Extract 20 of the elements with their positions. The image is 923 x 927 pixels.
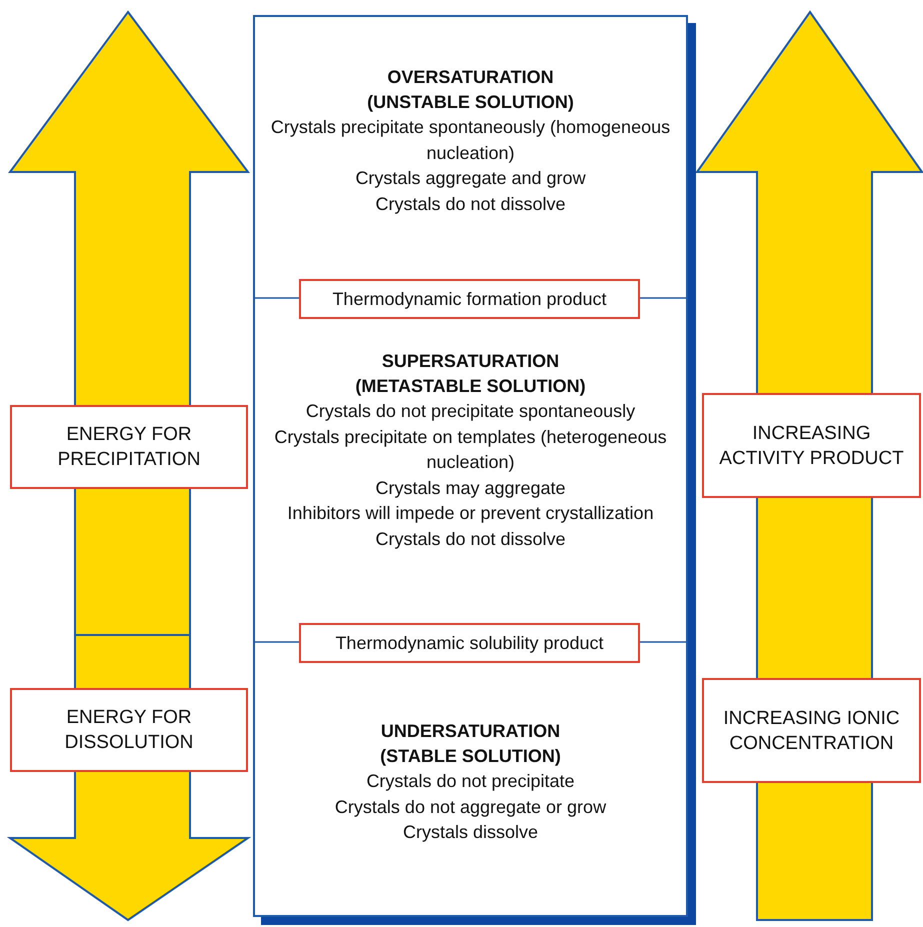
description-text: Inhibitors will impede or prevent crystallization	[287, 502, 654, 525]
description-text: Crystals do not dissolve	[375, 192, 566, 216]
arrow-label: ENERGY FOR PRECIPITATION	[10, 405, 248, 489]
threshold-label: Thermodynamic solubility product	[299, 623, 640, 663]
description-text: Crystals do not aggregate or grow	[334, 796, 606, 819]
description-text: Crystals precipitate on templates (heterogeneous nucleation)	[273, 426, 668, 474]
description-text: Crystals do not precipitate spontaneously	[306, 400, 636, 423]
description-text: Crystals precipitate spontaneously (homogeneous nucleation)	[270, 116, 672, 165]
description-text: Crystals dissolve	[402, 821, 538, 844]
threshold-label: Thermodynamic formation product	[299, 279, 640, 319]
arrow-label: INCREASING IONIC CONCENTRATION	[702, 678, 921, 783]
description-text: Crystals do not precipitate	[366, 770, 575, 793]
description-text: Crystals do not dissolve	[375, 528, 566, 551]
section-heading: OVERSATURATION (UNSTABLE SOLUTION)	[366, 66, 575, 114]
description-text: Crystals aggregate and grow	[355, 167, 586, 190]
section-heading: SUPERSATURATION (METASTABLE SOLUTION)	[354, 350, 587, 398]
section-heading: UNDERSATURATION (STABLE SOLUTION)	[379, 720, 562, 768]
description-text: Crystals may aggregate	[375, 476, 566, 500]
arrow-label: ENERGY FOR DISSOLUTION	[10, 688, 248, 772]
arrow-label: INCREASING ACTIVITY PRODUCT	[702, 393, 921, 498]
